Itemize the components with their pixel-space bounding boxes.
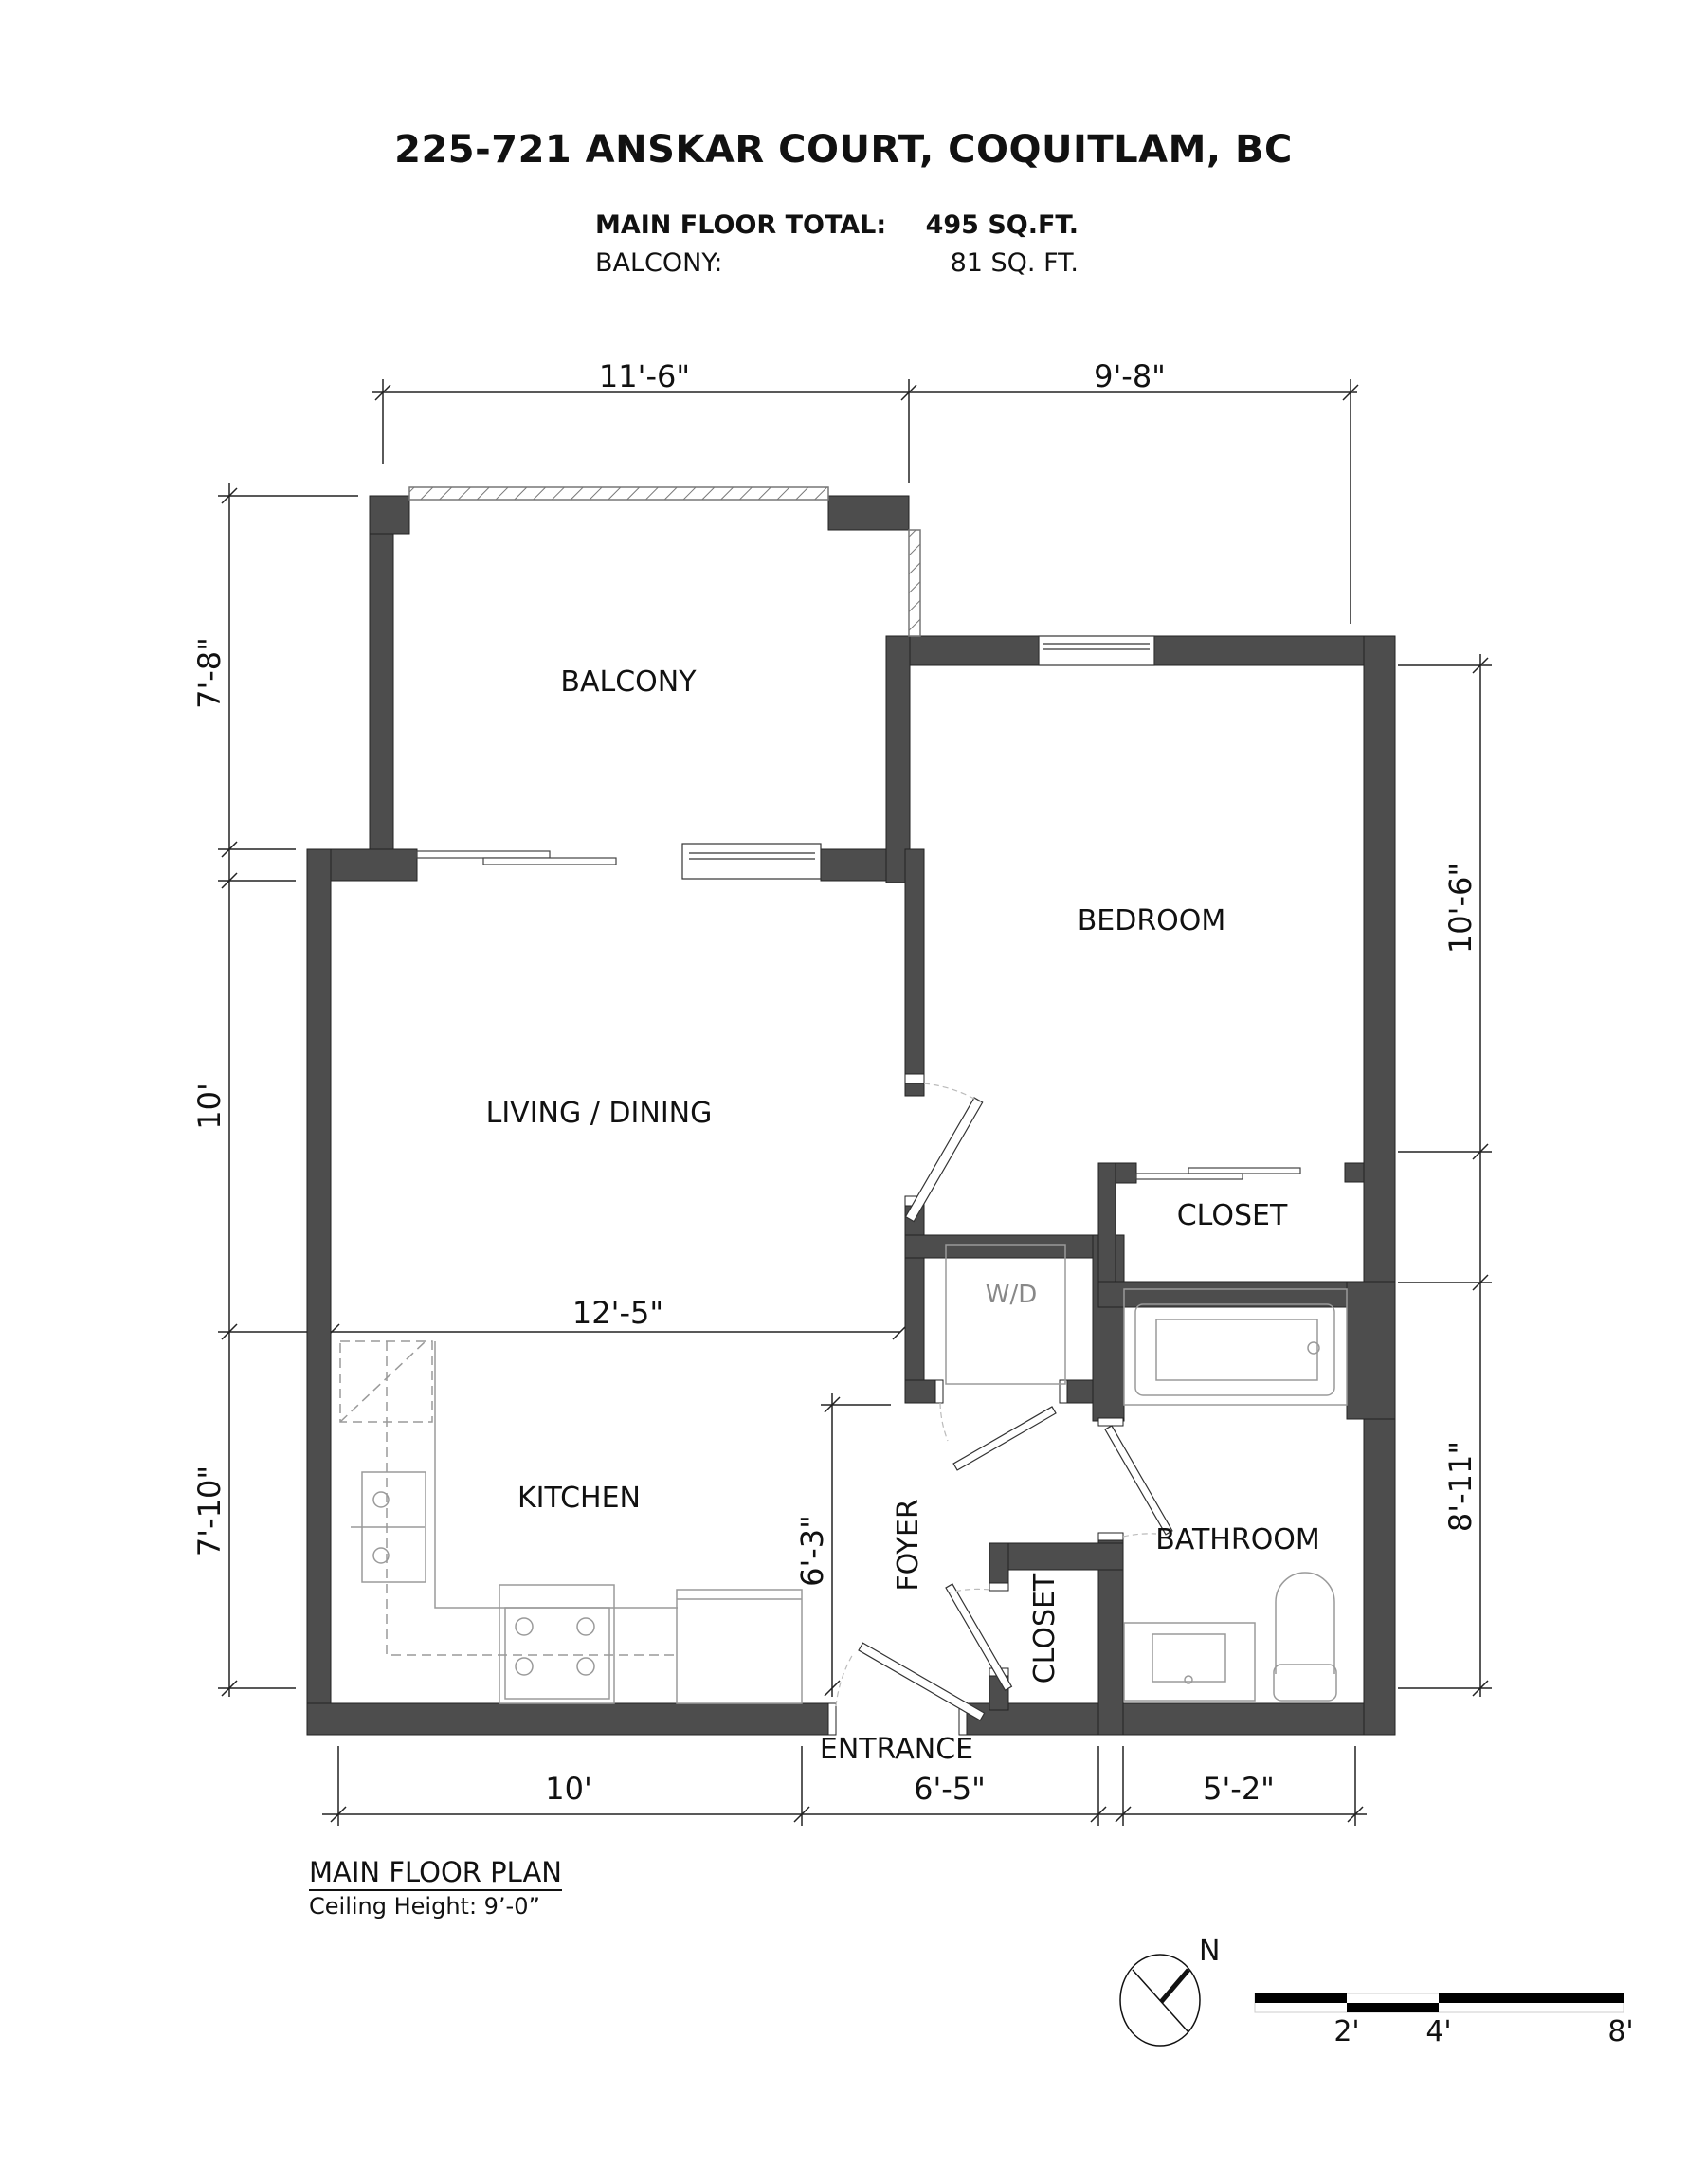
dim-left-living: 10' <box>191 1083 227 1130</box>
area-summary: MAIN FLOOR TOTAL: 495 SQ.FT. BALCONY: 81… <box>595 207 1079 282</box>
main-floor-total-value: 495 SQ.FT. <box>925 210 1079 240</box>
kitchen-fixtures <box>339 1340 803 1704</box>
plan-title: MAIN FLOOR PLAN <box>309 1856 562 1891</box>
room-label-bathroom: BATHROOM <box>1155 1523 1320 1556</box>
room-label-entrance: ENTRANCE <box>820 1733 973 1766</box>
stove <box>499 1584 615 1704</box>
dim-right-bathroom: 8'-11" <box>1442 1441 1478 1532</box>
dim-foyer-height: 6'-3" <box>794 1515 830 1587</box>
main-floor-total-label: MAIN FLOOR TOTAL: <box>595 210 887 240</box>
balcony-area-row: BALCONY: 81 SQ. FT. <box>595 245 1079 282</box>
bathroom-fixtures <box>1123 1288 1348 1702</box>
main-floor-total-row: MAIN FLOOR TOTAL: 495 SQ.FT. <box>595 207 1079 245</box>
dim-right-bedroom: 10'-6" <box>1442 863 1478 954</box>
room-label-living-dining: LIVING / DINING <box>486 1097 713 1130</box>
dim-top-left: 11'-6" <box>599 358 690 394</box>
room-label-foyer-closet: CLOSET <box>1028 1573 1061 1684</box>
room-label-washer-dryer: W/D <box>986 1281 1038 1309</box>
balcony-area-label: BALCONY: <box>595 248 723 278</box>
scale-label-4ft: 4' <box>1425 2015 1451 2048</box>
property-address-title: 225-721 ANSKAR COURT, COQUITLAM, BC <box>394 128 1293 172</box>
compass-north-label: N <box>1199 1935 1220 1968</box>
scale-label-2ft: 2' <box>1333 2015 1359 2048</box>
dim-top-right: 9'-8" <box>1094 358 1166 394</box>
dim-bottom-left: 10' <box>545 1771 592 1807</box>
dim-left-balcony: 7'-8" <box>191 637 227 709</box>
dimension-lines <box>218 379 1492 1826</box>
room-label-bedroom-closet: CLOSET <box>1177 1199 1288 1232</box>
scale-bar: 2' 4' 8' <box>1254 1993 1634 2048</box>
ceiling-height-note: Ceiling Height: 9’-0” <box>309 1893 540 1920</box>
laundry-fixture <box>945 1244 1066 1385</box>
room-label-foyer: FOYER <box>892 1499 925 1591</box>
dim-bottom-mid: 6'-5" <box>914 1771 986 1807</box>
dim-bottom-right: 5'-2" <box>1203 1771 1275 1807</box>
room-label-bedroom: BEDROOM <box>1078 904 1226 937</box>
dim-left-kitchen: 7'-10" <box>191 1465 227 1556</box>
windows <box>681 635 1155 880</box>
north-compass-icon: N <box>1119 1935 1220 2047</box>
room-label-kitchen: KITCHEN <box>517 1482 641 1515</box>
sliding-doors <box>416 850 1301 1180</box>
dim-kitchen-width: 12'-5" <box>572 1295 663 1331</box>
balcony-railing <box>408 486 921 637</box>
balcony-area-value: 81 SQ. FT. <box>950 248 1079 278</box>
door-swing-arcs <box>835 1083 1157 1707</box>
room-label-balcony: BALCONY <box>560 665 697 699</box>
swing-doors <box>858 1097 1173 1721</box>
fridge <box>676 1589 803 1704</box>
scale-label-8ft: 8' <box>1607 2015 1633 2048</box>
